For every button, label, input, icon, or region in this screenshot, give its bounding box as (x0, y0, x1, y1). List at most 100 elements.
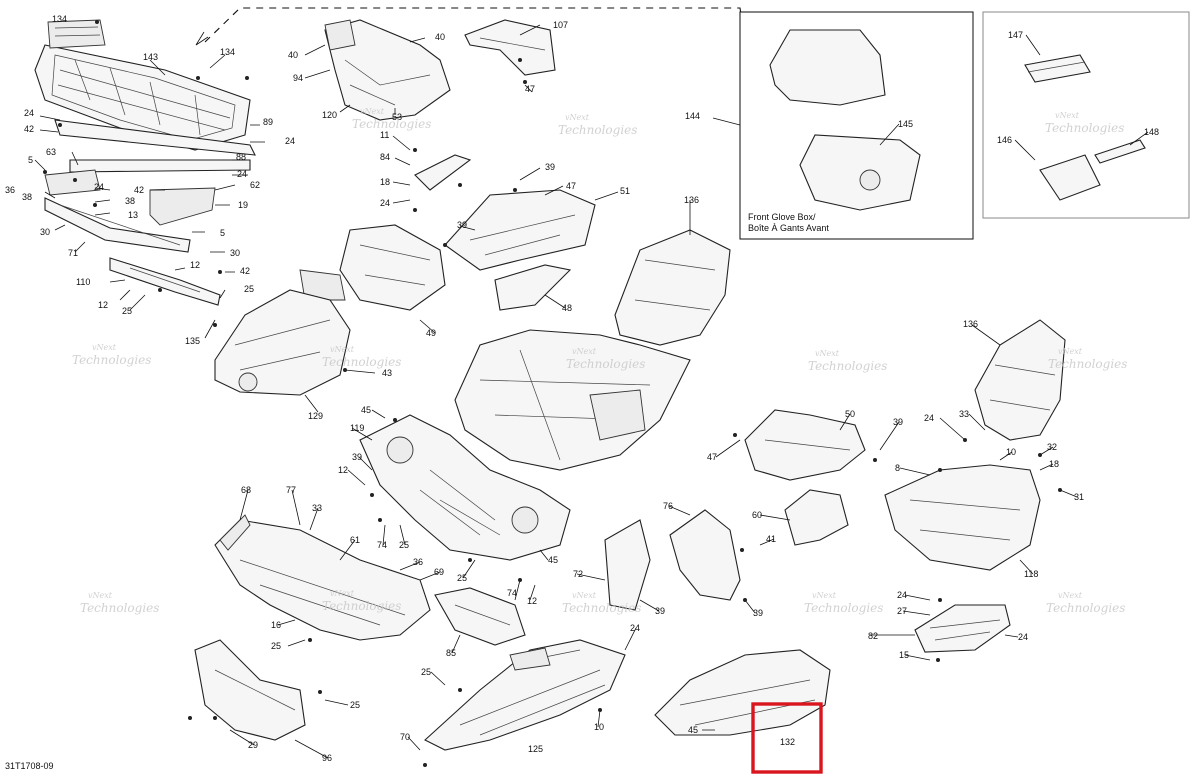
callout: 62 (250, 180, 260, 190)
lower-grille-71[interactable] (44, 197, 191, 253)
callout: 147 (1008, 30, 1023, 40)
footrest-82[interactable] (914, 604, 1011, 653)
callout: 40 (288, 50, 298, 60)
svg-text:vNext: vNext (1058, 347, 1083, 356)
fasteners (43, 20, 1062, 767)
callout: 47 (525, 84, 535, 94)
front-fascia-129[interactable] (214, 289, 351, 396)
callout: 13 (128, 210, 138, 220)
callout: 120 (322, 110, 337, 120)
svg-text:Technologies: Technologies (80, 601, 159, 615)
svg-text:vNext: vNext (572, 347, 597, 356)
glove-box-tray-145[interactable] (799, 134, 921, 211)
skid-plate-96[interactable] (194, 639, 306, 741)
callout: 11 (380, 130, 389, 140)
bracket-110[interactable] (109, 257, 221, 306)
svg-text:Technologies: Technologies (1046, 601, 1125, 615)
footwell-118[interactable] (884, 464, 1041, 571)
center-floor-125[interactable] (424, 639, 626, 751)
callout: 146 (997, 135, 1012, 145)
callout: 10 (594, 722, 604, 732)
callout: 43 (382, 368, 392, 378)
svg-text:Technologies: Technologies (562, 601, 641, 615)
callout: 27 (897, 606, 907, 616)
deflector-107[interactable] (464, 19, 556, 76)
callout: 25 (122, 306, 132, 316)
callout: 125 (528, 744, 543, 754)
wrench-148[interactable] (1094, 139, 1146, 164)
bracket-84[interactable] (414, 154, 472, 191)
front-nose-119[interactable] (359, 414, 571, 561)
callout: 39 (352, 452, 362, 462)
svg-text:vNext: vNext (812, 591, 837, 600)
callout: 42 (24, 124, 34, 134)
callout: 25 (457, 573, 467, 583)
bumper-guard-61[interactable] (214, 514, 431, 641)
callout: 39 (457, 220, 467, 230)
front-fender-136[interactable] (614, 229, 731, 346)
callout: 24 (897, 590, 907, 600)
callout: 47 (566, 181, 576, 191)
callout: 136 (963, 319, 978, 329)
front-bumper-bar[interactable] (44, 119, 256, 226)
callout: 144 (685, 111, 700, 121)
callout: 119 (350, 423, 364, 433)
svg-text:vNext: vNext (1058, 591, 1083, 600)
callout: 94 (293, 73, 303, 83)
svg-text:Technologies: Technologies (322, 599, 401, 613)
side-fender-132[interactable] (654, 649, 831, 736)
guard-plate-85[interactable] (434, 587, 526, 646)
callout: 72 (573, 569, 583, 579)
headlight-cowl-53[interactable] (324, 19, 451, 121)
callout: 136 (684, 195, 699, 205)
callout: 24 (1018, 632, 1028, 642)
callout: 24 (94, 182, 104, 192)
svg-text:vNext: vNext (360, 107, 385, 116)
main-body-panel[interactable] (454, 329, 691, 471)
glove-box-lid-144[interactable] (769, 29, 886, 106)
svg-text:Technologies: Technologies (352, 117, 431, 131)
callout: 71 (68, 248, 78, 258)
callout-labels: 134 134 143 24 42 63 5 36 38 24 38 13 30… (5, 14, 1159, 763)
tool-kit-146[interactable] (1039, 154, 1101, 201)
right-side-panel-136[interactable] (974, 319, 1066, 441)
callout: 69 (434, 567, 444, 577)
svg-text:Technologies: Technologies (566, 357, 645, 371)
callout: 39 (753, 608, 763, 618)
strap-147[interactable] (1024, 54, 1091, 83)
dash-cover-51[interactable] (444, 189, 596, 271)
callout: 50 (845, 409, 855, 419)
svg-text:Technologies: Technologies (804, 601, 883, 615)
callout: 41 (766, 534, 776, 544)
dashed-arrow-head (195, 31, 209, 46)
callout: 12 (98, 300, 108, 310)
callout: 134 (52, 14, 67, 24)
side-panel-76[interactable] (669, 509, 741, 601)
front-rack-143[interactable] (34, 19, 251, 151)
callout: 135 (185, 336, 200, 346)
callout: 51 (620, 186, 630, 196)
callout: 10 (1006, 447, 1016, 457)
callout: 24 (380, 198, 390, 208)
callout: 25 (399, 540, 409, 550)
callout: 24 (630, 623, 640, 633)
rear-fender-50[interactable] (744, 409, 866, 481)
callout: 8 (895, 463, 900, 473)
callout: 39 (893, 417, 903, 427)
lower-panel-48[interactable] (494, 264, 572, 311)
callout: 33 (312, 503, 322, 513)
callout: 45 (361, 405, 371, 415)
callout: 118 (1024, 569, 1038, 579)
callout: 88 (236, 152, 246, 162)
svg-text:vNext: vNext (330, 345, 355, 354)
panel-60[interactable] (784, 489, 849, 546)
callout: 132 (780, 737, 795, 747)
svg-text:vNext: vNext (92, 343, 117, 352)
callout: 96 (322, 753, 332, 763)
central-support-49[interactable] (299, 224, 446, 311)
callout: 45 (688, 725, 698, 735)
callout: 32 (1047, 442, 1057, 452)
callout: 24 (285, 136, 295, 146)
side-panel-72[interactable] (604, 519, 651, 611)
